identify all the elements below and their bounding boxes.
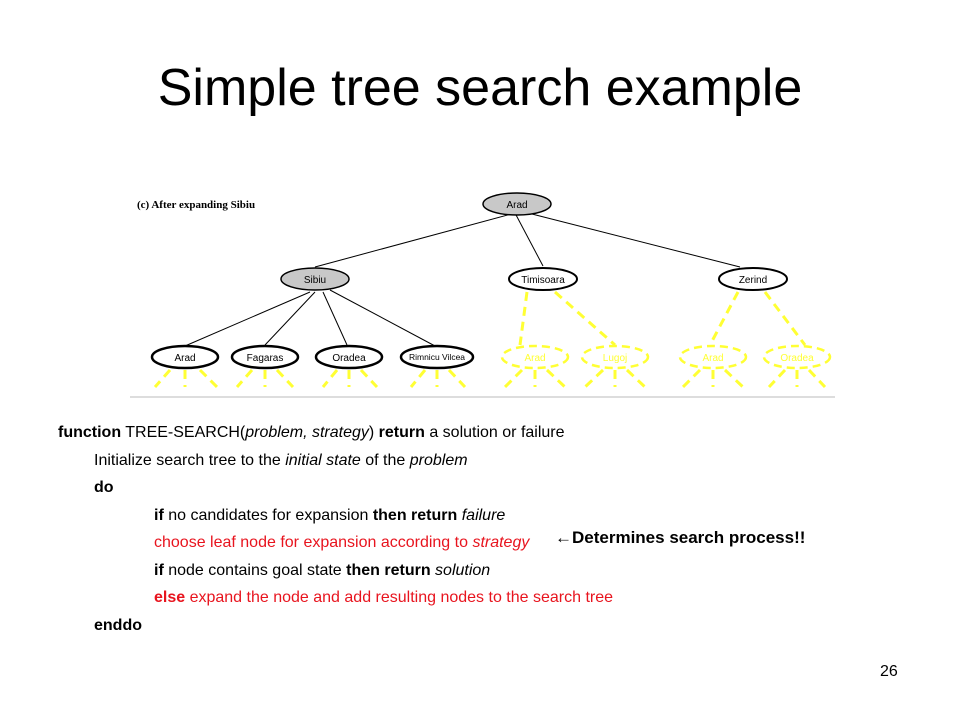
code-param: problem, strategy bbox=[245, 424, 369, 441]
node-label: Zerind bbox=[739, 275, 767, 286]
code-text: no candidates for expansion bbox=[163, 506, 373, 524]
node-label: Rimnicu Vilcea bbox=[409, 352, 465, 362]
tree-edges bbox=[184, 212, 741, 347]
left-arrow-icon: ← bbox=[555, 528, 572, 547]
code-text: choose leaf node for expansion according… bbox=[154, 534, 473, 551]
edge-sibiu-arad bbox=[184, 291, 311, 347]
node-timisoara: Timisoara bbox=[508, 267, 578, 291]
pseudocode-line-check-candidates: if no candidates for expansion then retu… bbox=[58, 502, 918, 530]
figure-caption: (c) After expanding Sibiu bbox=[137, 199, 255, 211]
pseudocode-line-initialize: Initialize search tree to the initial st… bbox=[58, 447, 918, 475]
edge-arad-zerind bbox=[527, 212, 741, 268]
node-zerind-child-oradea: Oradea bbox=[762, 344, 832, 370]
slide-number: 26 bbox=[880, 663, 898, 680]
code-term: problem bbox=[409, 451, 468, 469]
keyword-else: else bbox=[154, 589, 186, 606]
keyword-function: function bbox=[58, 424, 122, 441]
keyword-then-return: then return bbox=[346, 561, 431, 579]
keyword-then-return: then return bbox=[372, 506, 458, 524]
code-text: a solution or failure bbox=[424, 424, 565, 441]
code-term: strategy bbox=[472, 534, 530, 551]
code-term: failure bbox=[461, 506, 506, 524]
code-text: TREE-SEARCH( bbox=[121, 424, 246, 441]
pseudocode-line-goal-test: if node contains goal state then return … bbox=[58, 557, 918, 585]
code-text: Initialize search tree to the bbox=[94, 451, 286, 469]
keyword-enddo: enddo bbox=[94, 616, 142, 634]
keyword-do: do bbox=[94, 479, 114, 496]
code-text: node contains goal state bbox=[163, 561, 347, 579]
edge-sibiu-rimnicu bbox=[329, 289, 436, 347]
node-sibiu-child-arad: Arad bbox=[150, 344, 220, 370]
node-label: Lugoj bbox=[603, 353, 627, 364]
node-label: Oradea bbox=[780, 353, 814, 364]
edge-arad-sibiu bbox=[314, 212, 516, 268]
edge-sibiu-oradea bbox=[322, 291, 348, 346]
slide-title: Simple tree search example bbox=[157, 59, 803, 117]
node-label: Arad bbox=[702, 353, 723, 364]
edge-arad-timisoara bbox=[514, 212, 544, 267]
node-sibiu-child-fagaras: Fagaras bbox=[230, 344, 300, 370]
node-label: Sibiu bbox=[304, 275, 326, 286]
keyword-if: if bbox=[154, 561, 164, 579]
keyword-if: if bbox=[154, 506, 164, 524]
node-label: Fagaras bbox=[247, 353, 284, 364]
pseudocode-line-choose-leaf: choose leaf node for expansion according… bbox=[58, 529, 918, 557]
node-sibiu: Sibiu bbox=[280, 267, 350, 291]
node-label: Oradea bbox=[332, 353, 366, 364]
node-zerind: Zerind bbox=[718, 267, 788, 291]
pseudocode-line-do: do bbox=[58, 474, 918, 502]
code-term: solution bbox=[435, 561, 491, 579]
node-label: Arad bbox=[524, 353, 545, 364]
pseudocode-line-expand: else expand the node and add resulting n… bbox=[58, 584, 918, 612]
edge-sibiu-fagaras bbox=[264, 291, 316, 346]
node-label: Arad bbox=[506, 200, 527, 211]
node-sibiu-child-oradea: Oradea bbox=[314, 344, 384, 370]
keyword-return: return bbox=[378, 424, 425, 441]
strategy-callout: ←Determines search process!! bbox=[555, 528, 805, 548]
node-label: Arad bbox=[174, 353, 195, 364]
search-tree-diagram: (c) After expanding Sibiu Arad Sibiu bbox=[130, 192, 835, 398]
tree-search-pseudocode: function TREE-SEARCH(problem, strategy) … bbox=[58, 419, 918, 639]
pseudocode-line-function: function TREE-SEARCH(problem, strategy) … bbox=[58, 419, 918, 447]
code-term: initial state bbox=[285, 451, 361, 469]
node-timisoara-child-lugoj: Lugoj bbox=[580, 344, 650, 370]
pseudocode-line-enddo: enddo bbox=[58, 612, 918, 640]
node-label: Timisoara bbox=[521, 275, 565, 286]
node-arad-root: Arad bbox=[482, 192, 552, 216]
code-text: expand the node and add resulting nodes … bbox=[185, 589, 614, 606]
node-timisoara-child-arad: Arad bbox=[500, 344, 570, 370]
node-sibiu-child-rimnicu-vilcea: Rimnicu Vilcea bbox=[399, 344, 475, 370]
unexpanded-edges bbox=[153, 290, 827, 389]
code-text: of the bbox=[360, 451, 410, 469]
node-zerind-child-arad: Arad bbox=[678, 344, 748, 370]
code-text: ) bbox=[368, 424, 379, 441]
callout-text: Determines search process!! bbox=[572, 528, 806, 547]
